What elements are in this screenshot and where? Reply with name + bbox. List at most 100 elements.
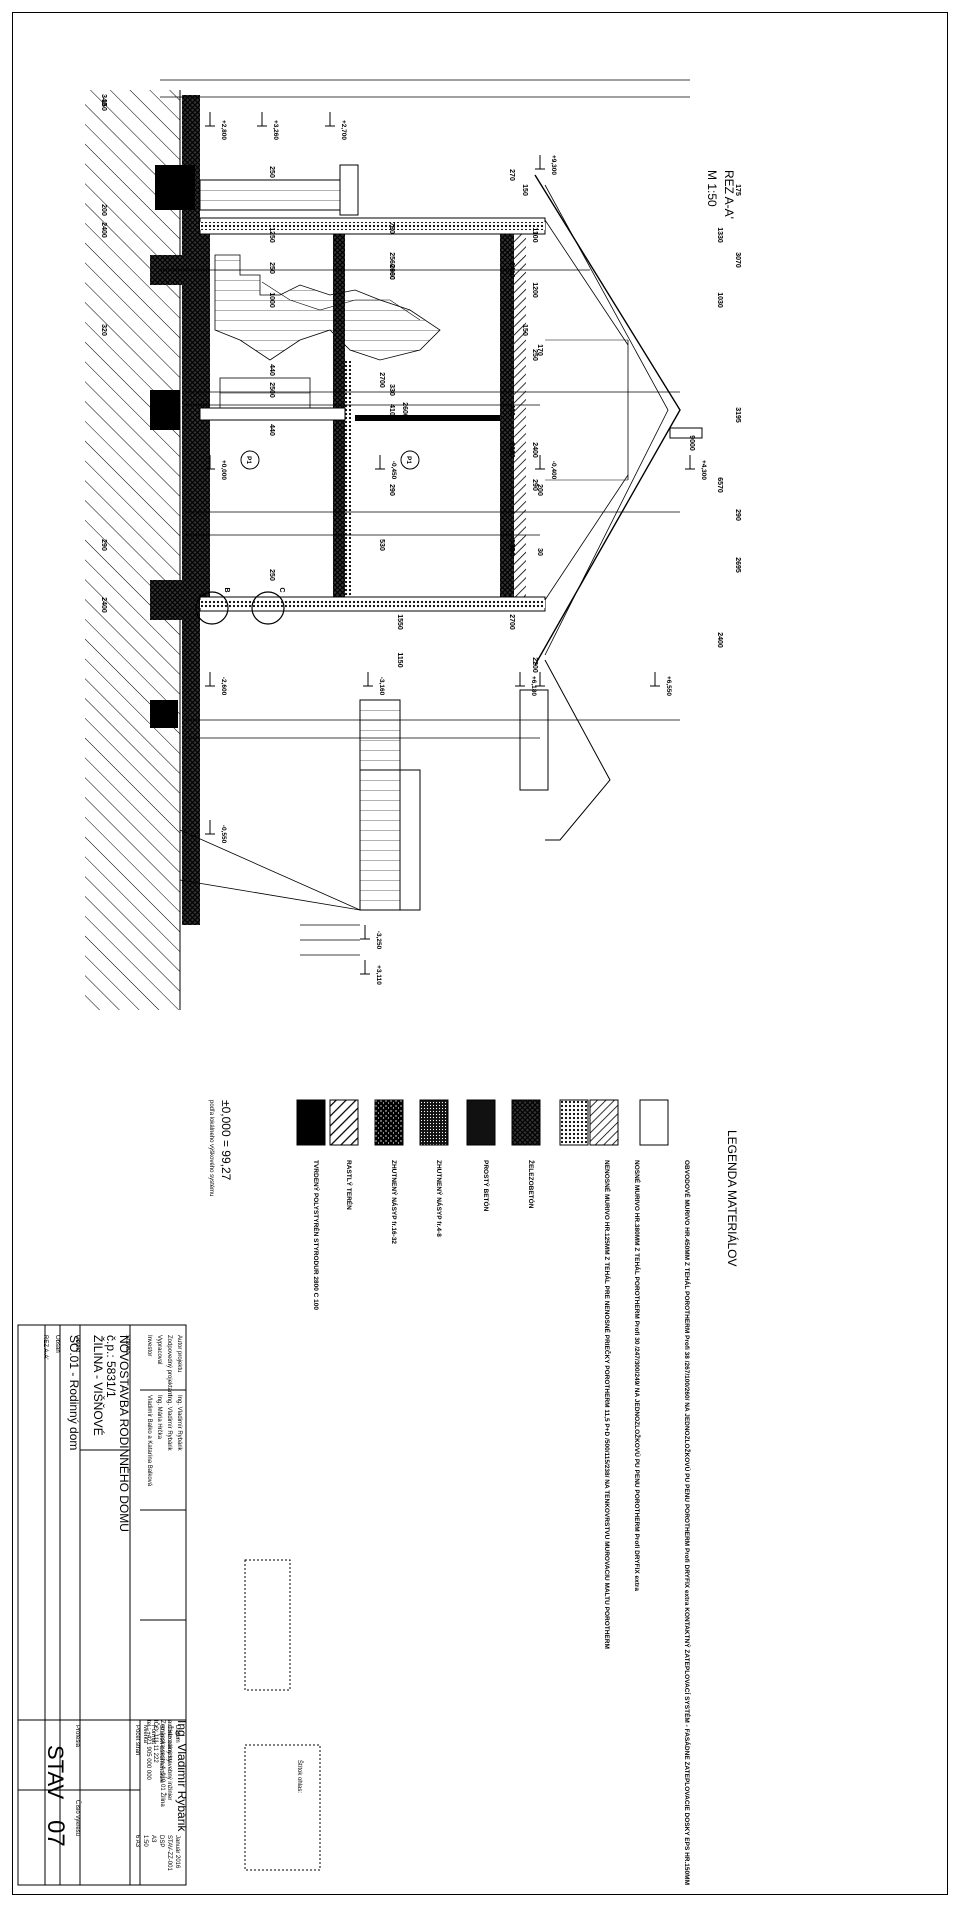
level-marker-label: -2,600	[220, 677, 227, 696]
dim-value: 250	[531, 349, 538, 361]
stavba-line: č.p.: 5831/1	[104, 1335, 118, 1398]
dim-segment: 320	[100, 324, 107, 336]
meta-value: Január 2016	[174, 1835, 180, 1869]
meta-value: 6 A3	[134, 1835, 140, 1848]
legend-item-text: NOSNÉ MURIVO HR.380MM Z TEHÁL POROTHERM …	[633, 1160, 642, 1591]
level-marker-label: +4,300	[700, 460, 707, 480]
dim-value: 1150	[396, 652, 403, 667]
title-block-frame	[17, 1324, 187, 1886]
dim-value: 2600	[508, 442, 515, 458]
room-label-circle	[400, 450, 420, 470]
legend-item-text: TVRDENÝ POLYSTYRÉN STYRODUR 2800 C 100	[312, 1160, 321, 1310]
legend-swatch	[329, 1099, 359, 1146]
company-detail: IČO: 111 11 222	[152, 1720, 159, 1763]
dim-value: 6570	[716, 477, 723, 493]
dim-value: 530	[378, 539, 385, 551]
level-marker-label: +0,000	[220, 460, 227, 480]
staircase	[214, 254, 441, 409]
dim-value: 530	[508, 539, 515, 551]
dim-value: 330	[388, 384, 395, 396]
legend-swatch	[511, 1099, 541, 1146]
meta-label: Formát	[150, 1725, 156, 1744]
detail-mark: B	[223, 587, 230, 592]
dim-value: 2700	[508, 614, 515, 630]
title-block-value: Ing. Mária Hrčka	[156, 1395, 162, 1440]
objekt-label: Objekt	[74, 1335, 80, 1353]
cislo-value: 07	[42, 1820, 69, 1847]
room-label: P1	[245, 456, 252, 464]
legend-item-text: PROSTÝ BETÓN	[482, 1160, 491, 1212]
terrain-hatch	[85, 90, 180, 1010]
dim-segment: 150	[100, 99, 107, 111]
legend-item-text: RASTLÝ TERÉN	[345, 1160, 354, 1210]
dim-value: 290	[734, 509, 741, 521]
legend-swatch	[559, 1099, 589, 1146]
dim-value: 1550	[396, 614, 403, 630]
legend-swatch	[374, 1099, 404, 1146]
dim-value: 200	[536, 484, 543, 496]
stavba-label: Stavba	[124, 1335, 130, 1354]
legend-item-text: ZHUTNENÝ NÁSYP fr.4-8	[435, 1160, 444, 1237]
dim-value: 2700	[378, 372, 385, 388]
dim-value: 410	[508, 404, 515, 416]
drawing-title: REZ A-A'	[722, 170, 736, 219]
meta-value: 1:50	[142, 1835, 148, 1847]
drawing-scale: M 1:50	[705, 170, 719, 207]
detail-mark: C	[278, 587, 285, 592]
legend-item-text: ŽELEZOBETÓN	[527, 1160, 536, 1209]
dim-overall: 9000	[688, 435, 695, 451]
level-marker-label: -3,160	[378, 677, 385, 696]
dim-segment: 290	[100, 539, 107, 551]
dim-value: 2400	[531, 442, 538, 458]
meta-label: Stupeň dokumentácie	[158, 1725, 164, 1784]
profesia-value: STAV	[43, 1745, 68, 1800]
dim-value: 760	[388, 222, 395, 234]
dim-value: 2400	[716, 632, 723, 648]
title-block-label: Zodpovedný projektant	[166, 1335, 172, 1396]
dim-segment: 2400	[100, 597, 107, 613]
dim-value: 250	[268, 262, 275, 274]
dim-segment: 340	[100, 94, 107, 106]
dim-segment: 200	[100, 204, 107, 216]
dim-value: 170	[536, 344, 543, 356]
level-marker-label: -0,400	[550, 461, 557, 480]
legend-swatch	[466, 1099, 496, 1146]
legend-item-text: ZHUTNENÝ NÁSYP fr.16-32	[390, 1160, 399, 1244]
rotated-text-layer: REZ A-A'M 1:5090003401502400200320290240…	[42, 94, 741, 1885]
dim-value: 2600	[388, 264, 395, 280]
level-marker-label: +6,180	[530, 676, 537, 696]
level-marker-label: +6,550	[665, 676, 672, 696]
legend-swatch	[419, 1099, 449, 1146]
dim-value: 2500	[268, 382, 275, 398]
meta-label: Číslo zákazky	[166, 1725, 173, 1762]
drawing-frame	[12, 12, 948, 1895]
legend-item-text: OBVODOVÉ MURIVO HR.450MM Z TEHÁL POROTHE…	[683, 1160, 692, 1885]
dim-segment: 2400	[100, 222, 107, 238]
level-marker-label: +3,110	[375, 965, 382, 985]
dim-value: 3070	[734, 252, 741, 268]
profesia-label: Profesia	[74, 1725, 80, 1748]
meta-label: Dátum	[174, 1725, 180, 1743]
terrace	[179, 659, 611, 956]
title-block-value: Ing. Vladimír Rybárik	[166, 1395, 172, 1452]
dim-value: 290	[388, 484, 395, 496]
first-floor-slab	[500, 220, 514, 610]
stamp-label: Štítok ohlas:	[296, 1760, 303, 1793]
dim-value: 3195	[734, 407, 741, 423]
dim-value: 150	[521, 184, 528, 196]
level-markers	[205, 112, 695, 975]
legend-swatches	[296, 1099, 669, 1146]
dim-value: 440	[268, 424, 275, 436]
dim-value: 270	[508, 169, 515, 181]
dim-value: 250	[268, 166, 275, 178]
dim-value: 300	[508, 544, 515, 556]
level-marker-label: +9,300	[550, 155, 557, 175]
dim-value: 150	[521, 324, 528, 336]
detail-circle-c	[251, 591, 285, 625]
meta-value: A3	[150, 1835, 156, 1843]
room-label-circle	[240, 450, 260, 470]
level-marker-label: -3,250	[375, 931, 382, 950]
dim-value: 250	[268, 569, 275, 581]
dim-value: 290	[531, 479, 538, 491]
stamp-box-2	[244, 1559, 291, 1691]
